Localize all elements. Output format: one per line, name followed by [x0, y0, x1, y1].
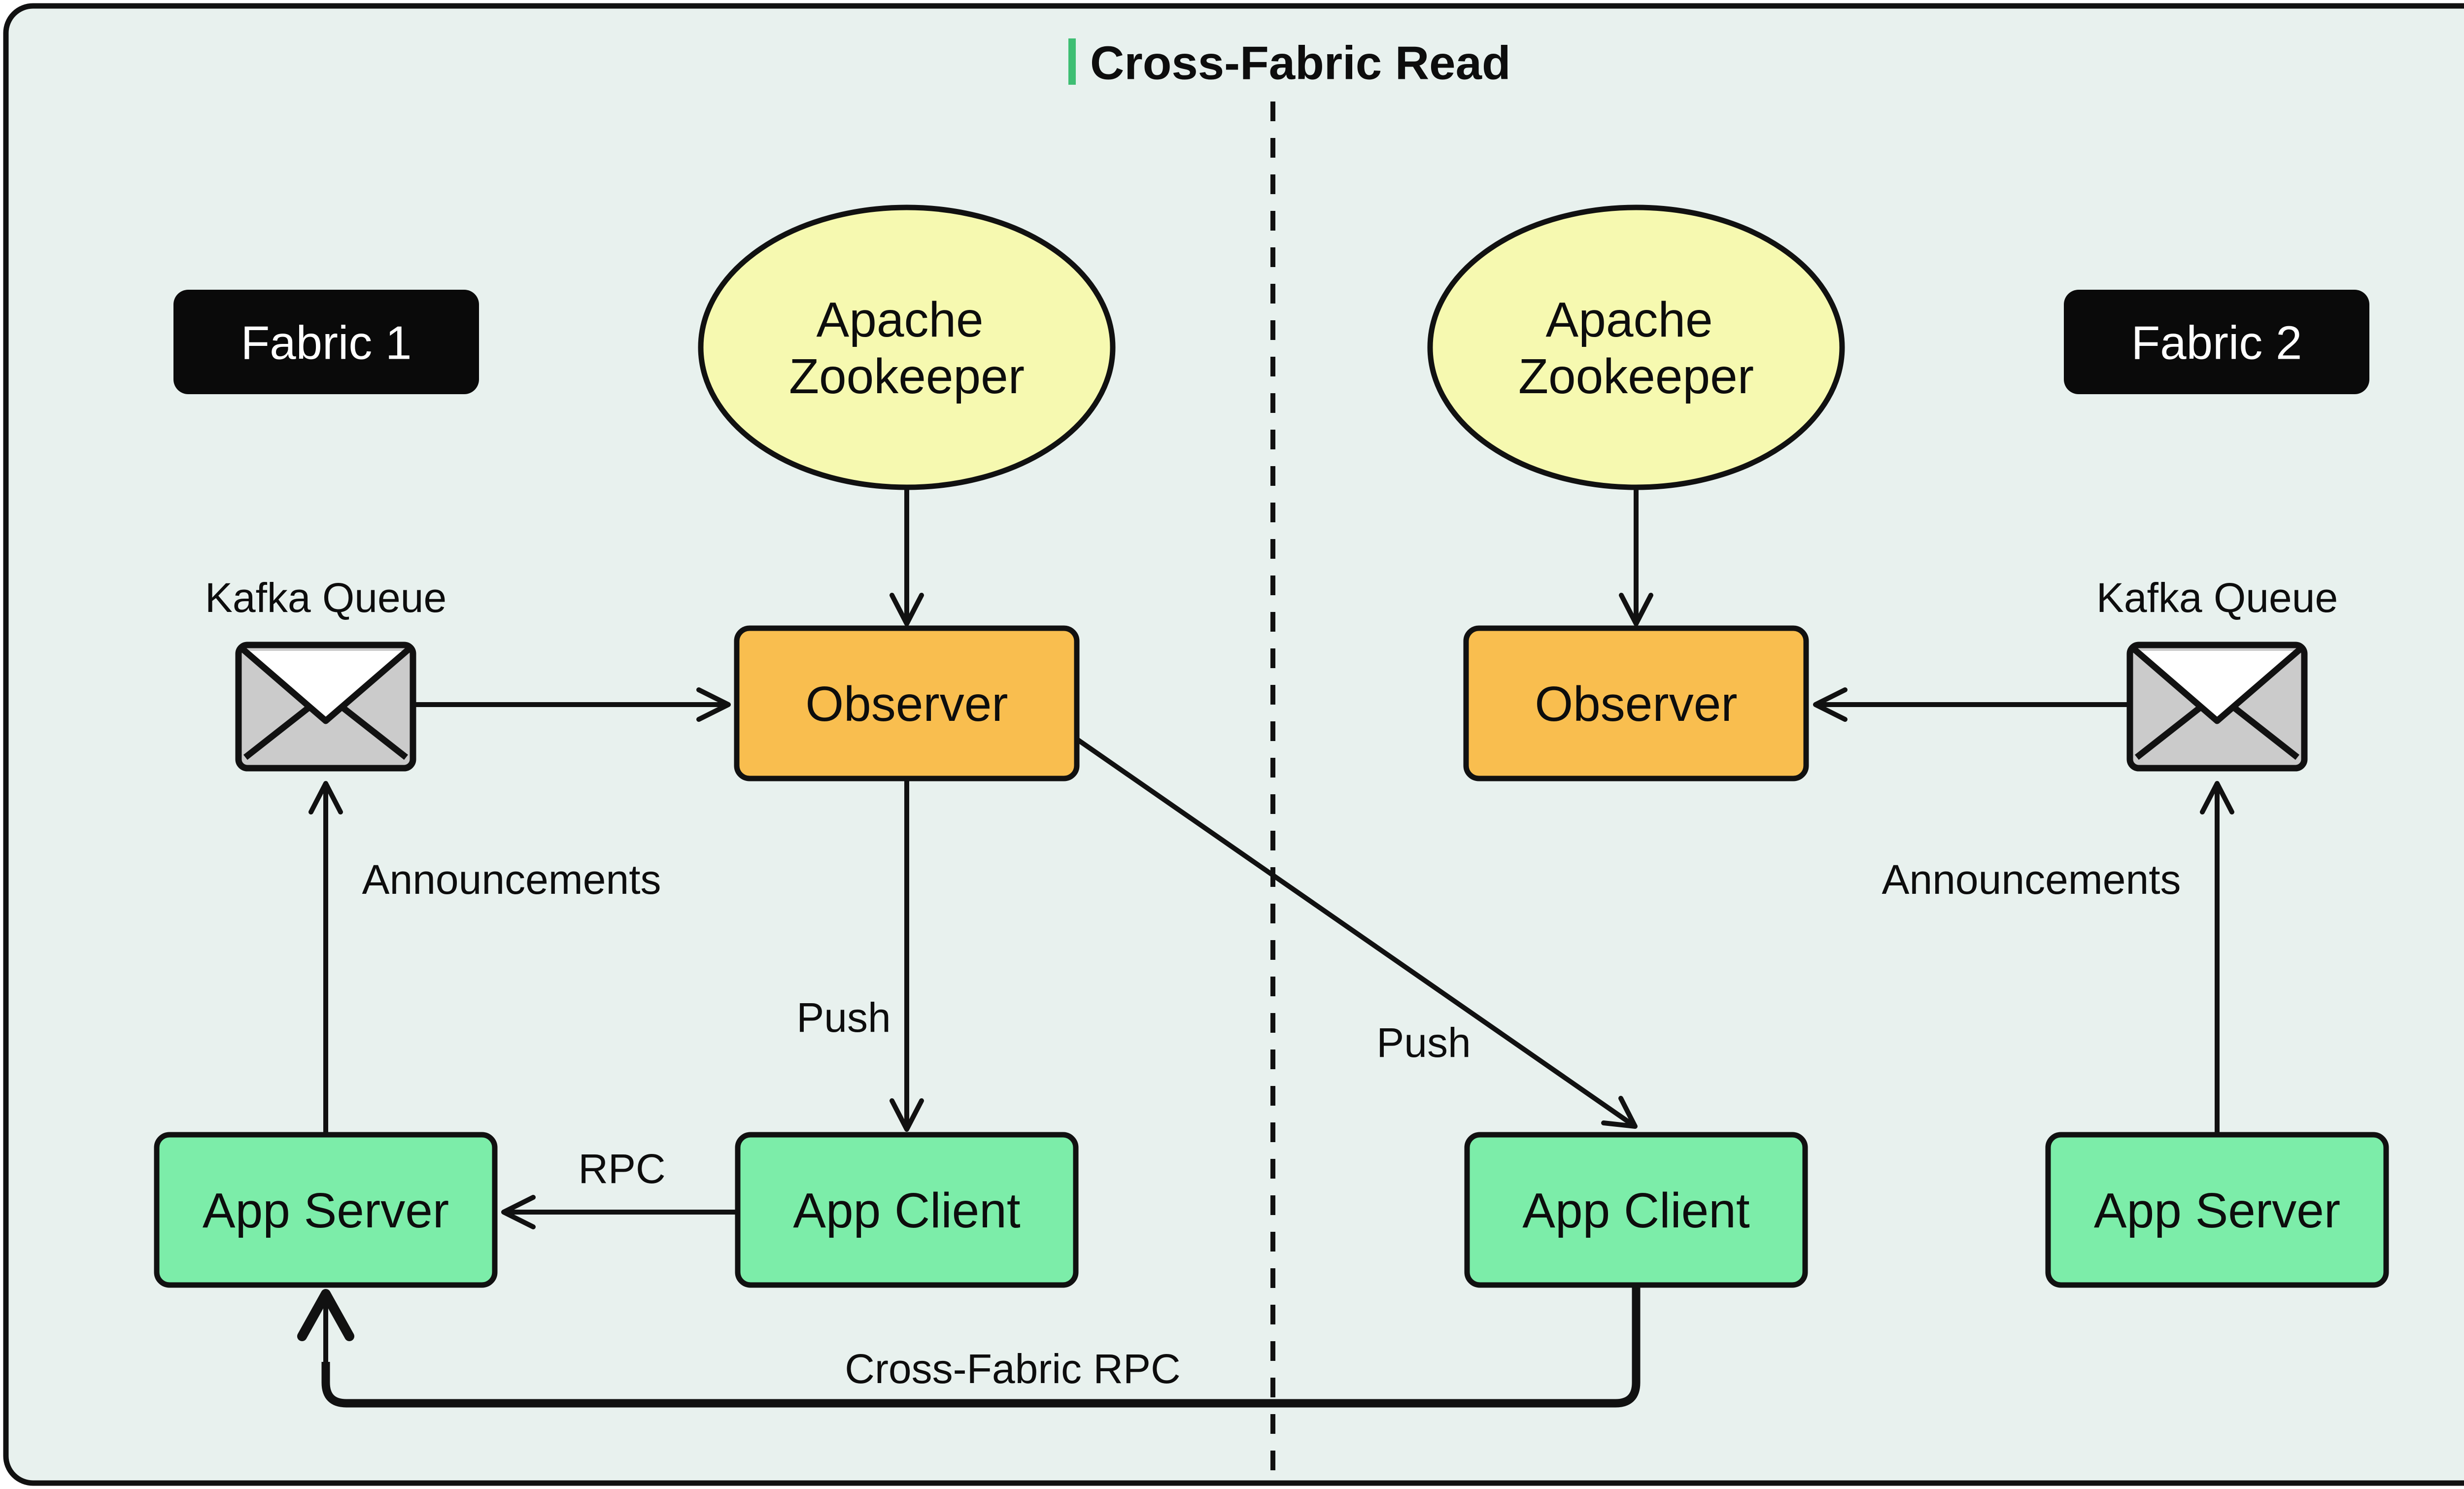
arrow-appserver-to-kafka-announcements-fabric2 [2200, 781, 2234, 1132]
envelope-flap [243, 651, 408, 721]
kafka-queue-label-fabric2: Kafka Queue [2096, 575, 2338, 621]
arrow-appclient-to-appserver-rpc-fabric1 [501, 1195, 735, 1229]
push-label-fabric1: Push [796, 994, 890, 1041]
app-server-label-fabric2: App Server [2094, 1183, 2340, 1238]
diagram-panel [3, 3, 2464, 1486]
envelope-flap [2135, 651, 2299, 721]
page-title: Cross-Fabric Read [1090, 37, 1511, 90]
zookeeper-label-line2: Zookeeper [789, 349, 1025, 404]
arrow-kafka-to-observer-fabric1 [415, 687, 731, 722]
kafka-queue-label-fabric1: Kafka Queue [205, 575, 446, 621]
envelope-flap-edges [2131, 646, 2303, 724]
app-client-label-fabric1: App Client [793, 1183, 1021, 1238]
push-label-fabric2: Push [1376, 1019, 1471, 1066]
app-client-node-fabric1: App Client [735, 1132, 1079, 1288]
cross-fabric-rpc-route [297, 1287, 1641, 1408]
arrow-appserver-to-kafka-announcements-fabric1 [308, 781, 343, 1132]
fabric1-badge-label: Fabric 1 [241, 317, 412, 370]
envelope-border [2126, 642, 2308, 772]
announcements-label-fabric1: Announcements [362, 856, 661, 903]
zookeeper-node-fabric2: Apache Zookeeper [1427, 204, 1845, 490]
fabric2-badge: Fabric 2 [2064, 290, 2369, 394]
rpc-label: RPC [578, 1146, 665, 1192]
kafka-envelope-icon-fabric1 [235, 642, 416, 772]
observer-box-fabric2 [1463, 625, 1809, 781]
zookeeper-label-fabric1: Apache Zookeeper [789, 292, 1025, 404]
envelope-flap-edges [240, 646, 411, 724]
zookeeper-node-fabric1: Apache Zookeeper [698, 204, 1116, 490]
app-client-box-fabric1 [735, 1132, 1079, 1288]
arrow-observer1-to-appclient2-push-cross [1075, 737, 1638, 1129]
observer-label-fabric1: Observer [805, 677, 1008, 732]
app-server-box-fabric2 [2045, 1132, 2389, 1288]
title-accent-bar [1068, 38, 1076, 85]
zookeeper-ellipse-fabric1 [698, 204, 1116, 490]
app-server-node-fabric1: App Server [154, 1132, 498, 1288]
zookeeper-label-line1: Apache [817, 292, 984, 347]
arrow-observer-to-appclient-push-fabric1 [890, 780, 924, 1132]
observer-box-fabric1 [734, 625, 1080, 781]
cross-fabric-rpc-label: Cross-Fabric RPC [845, 1346, 1180, 1392]
zookeeper-label-fabric2: Apache Zookeeper [1518, 292, 1754, 404]
app-client-box-fabric2 [1464, 1132, 1808, 1288]
app-server-box-fabric1 [154, 1132, 498, 1288]
observer-label-fabric2: Observer [1535, 677, 1737, 732]
envelope-border [235, 642, 416, 772]
observer-node-fabric1: Observer [734, 625, 1080, 781]
app-client-label-fabric2: App Client [1522, 1183, 1750, 1238]
kafka-envelope-icon-fabric2 [2126, 642, 2308, 772]
arrow-zookeeper-to-observer-fabric1 [890, 489, 924, 626]
fabric1-badge: Fabric 1 [173, 290, 479, 394]
observer-node-fabric2: Observer [1463, 625, 1809, 781]
fabric2-badge-box [2064, 290, 2369, 394]
zookeeper-label-line2: Zookeeper [1518, 349, 1754, 404]
arrow-zookeeper-to-observer-fabric2 [1619, 489, 1653, 626]
fabric2-badge-label: Fabric 2 [2131, 317, 2302, 370]
announcements-label-fabric2: Announcements [1882, 856, 2181, 903]
zookeeper-ellipse-fabric2 [1427, 204, 1845, 490]
arrow-kafka-to-observer-fabric2 [1813, 687, 2128, 722]
cross-fabric-rpc-arrowhead [297, 1289, 354, 1341]
app-server-node-fabric2: App Server [2045, 1132, 2389, 1288]
app-client-node-fabric2: App Client [1464, 1132, 1808, 1288]
zookeeper-label-line1: Apache [1546, 292, 1713, 347]
app-server-label-fabric1: App Server [203, 1183, 449, 1238]
fabric1-badge-box [173, 290, 479, 394]
